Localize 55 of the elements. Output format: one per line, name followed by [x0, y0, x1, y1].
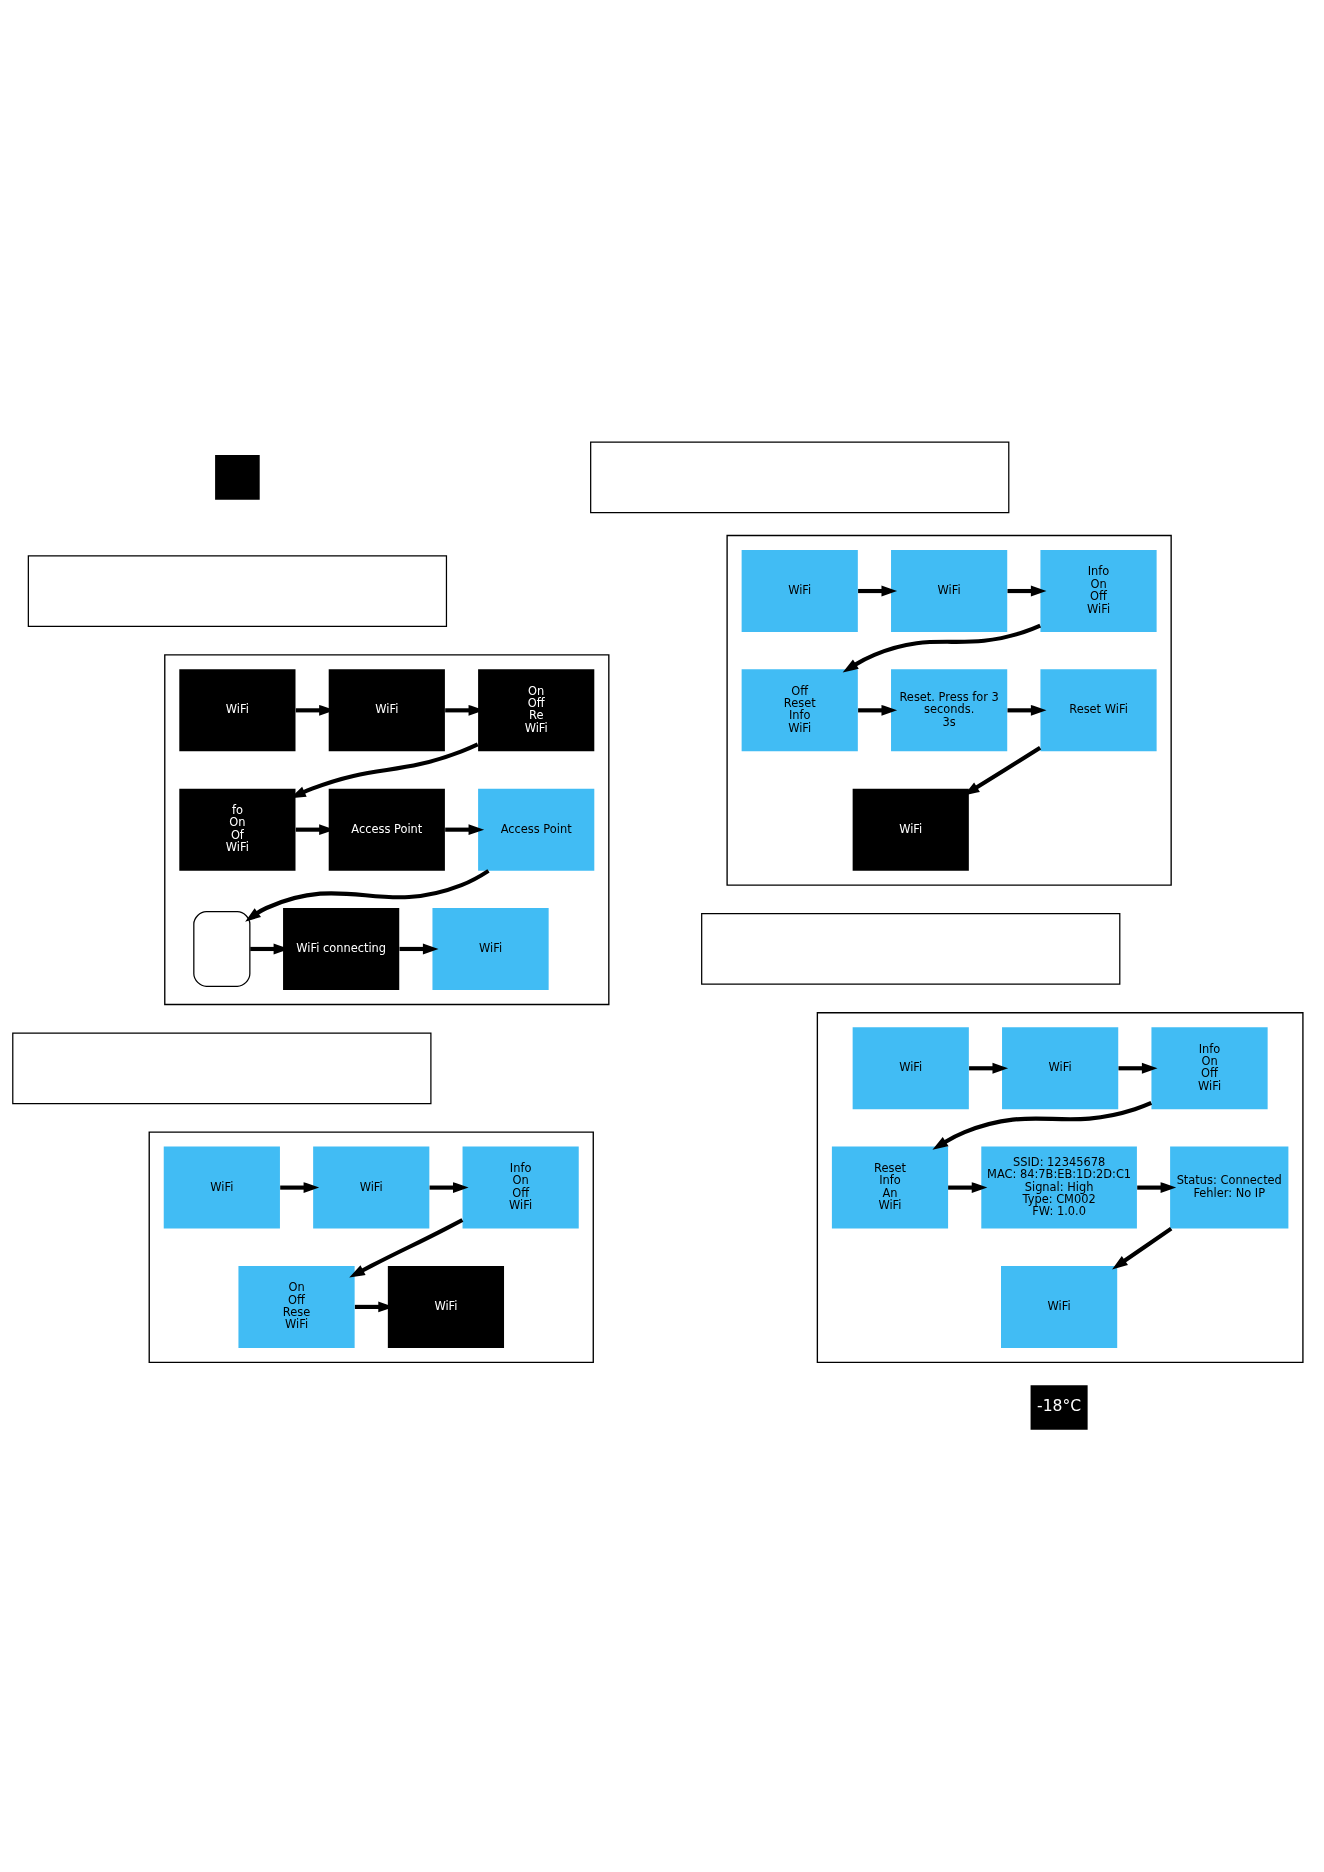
node-box: WiFi	[852, 1027, 969, 1110]
arrow	[969, 1062, 1009, 1074]
arrow	[245, 869, 490, 922]
arrow	[858, 585, 898, 597]
arrow	[445, 824, 485, 836]
node-box: Info On Off WiFi	[462, 1146, 579, 1229]
node-box	[701, 913, 1121, 985]
arrow	[429, 1182, 469, 1194]
node-box	[12, 1032, 432, 1105]
node-box: Info On Off WiFi	[1040, 550, 1157, 632]
arrow	[1007, 585, 1047, 597]
node-box	[215, 455, 260, 500]
cluster	[148, 1131, 594, 1364]
arrow	[349, 1218, 464, 1278]
arrow	[280, 1182, 320, 1194]
arrow	[948, 1182, 988, 1194]
node-box: WiFi	[179, 669, 296, 752]
node-box: WiFi	[313, 1146, 430, 1229]
node-box: Reset WiFi	[1040, 669, 1157, 752]
node-box: WiFi	[1002, 1027, 1119, 1110]
node-box: Status: Connected Fehler: No IP	[1170, 1146, 1289, 1229]
node-box: On Off Re WiFi	[478, 669, 595, 752]
node-box: Access Point	[328, 788, 445, 871]
node-box: -18°C	[1030, 1385, 1088, 1430]
arrow	[1118, 1062, 1158, 1074]
node-box: fo On Of WiFi	[179, 788, 296, 871]
node-box: WiFi connecting	[283, 908, 400, 990]
node-box: WiFi	[741, 550, 858, 632]
node-box	[27, 555, 448, 627]
arrow	[1137, 1182, 1177, 1194]
node-box: WiFi	[891, 550, 1008, 632]
node-box: Reset. Press for 3 seconds. 3s	[891, 669, 1008, 752]
node-box	[590, 441, 1010, 514]
cluster	[816, 1012, 1304, 1364]
node-box: WiFi	[432, 908, 549, 990]
arrow	[1007, 704, 1047, 716]
node-box: Reset Info An WiFi	[831, 1146, 949, 1229]
node-box: WiFi	[328, 669, 445, 752]
node-box: Access Point	[478, 788, 595, 871]
node-box: WiFi	[1001, 1265, 1118, 1348]
node-box: Off Reset Info WiFi	[741, 669, 858, 752]
arrow	[932, 1101, 1153, 1150]
node-box: WiFi	[387, 1265, 505, 1348]
node-box: WiFi	[163, 1146, 280, 1229]
cluster	[164, 654, 610, 1006]
arrow	[858, 704, 898, 716]
node-box	[193, 911, 251, 987]
arrow	[1112, 1226, 1173, 1270]
node-box: SSID: 12345678 MAC: 84:7B:EB:1D:2D:C1 Signal: High Type: CM002 FW: 1.0.0	[981, 1146, 1137, 1229]
cluster	[726, 534, 1172, 886]
node-box: Info On Off WiFi	[1151, 1027, 1268, 1110]
node-box: On Off Rese WiFi	[238, 1265, 355, 1348]
arrow	[399, 943, 439, 955]
arrow	[842, 623, 1042, 673]
node-box: WiFi	[852, 788, 969, 871]
